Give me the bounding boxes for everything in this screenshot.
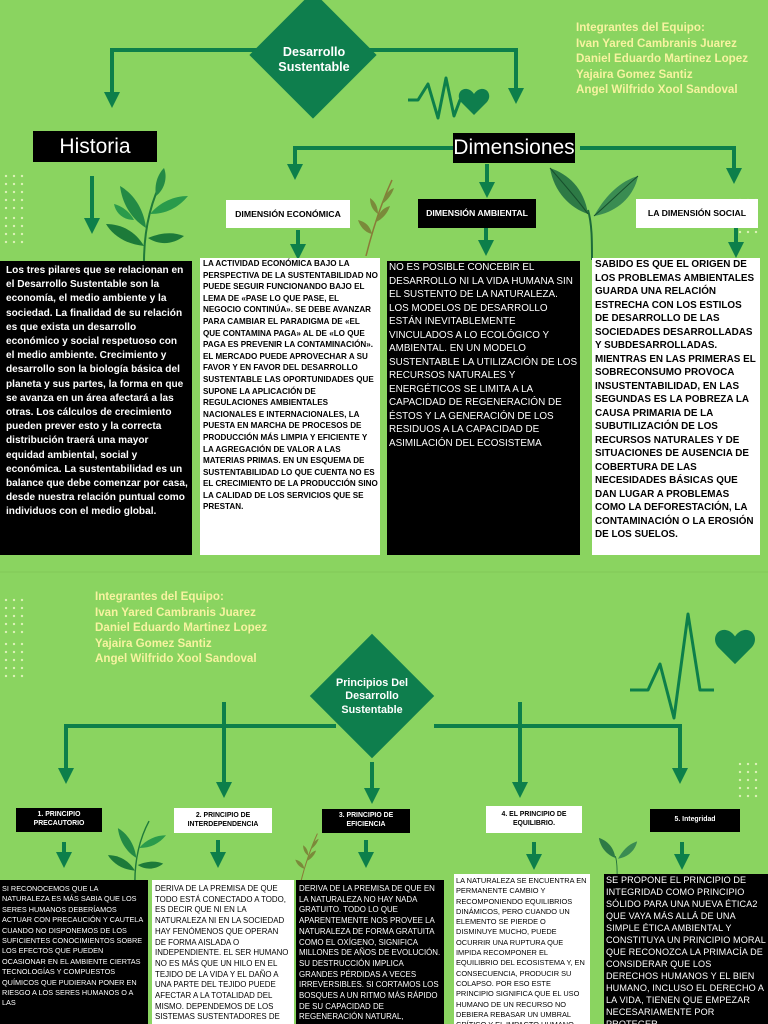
principle-3-text: DERIVA DE LA PREMISA DE QUE EN LA NATURA…	[299, 884, 441, 1024]
team-member: Angel Wilfrido Xool Sandoval	[576, 83, 738, 97]
team-member: Yajaira Gomez Santiz	[576, 67, 693, 81]
main-title-line1: Desarrollo	[282, 44, 346, 59]
team-member: Yajaira Gomez Santiz	[95, 636, 212, 650]
dimension-social-text: SABIDO ES QUE EL ORIGEN DE LOS PROBLEMAS…	[595, 259, 756, 540]
principle-5-text: SE PROPONE EL PRINCIPIO DE INTEGRIDAD CO…	[606, 875, 766, 1024]
team-members: Integrantes del Equipo: Ivan Yared Cambr…	[95, 589, 267, 667]
principle-2-text: DERIVA DE LA PREMISA DE QUE TODO ESTÁ CO…	[155, 884, 289, 1024]
team-title: Integrantes del Equipo:	[95, 590, 224, 603]
principle-5-box: SE PROPONE EL PRINCIPIO DE INTEGRIDAD CO…	[604, 874, 768, 1024]
dimension-social-box: SABIDO ES QUE EL ORIGEN DE LOS PROBLEMAS…	[592, 258, 760, 555]
principle-5-label: 5. Integridad	[650, 809, 740, 832]
fern-icon	[358, 179, 394, 256]
leaf-icon	[598, 837, 638, 878]
dot-pattern	[2, 596, 28, 636]
principle-1-label: 1. PRINCIPIO PRECAUTORIO	[16, 808, 102, 832]
historia-label: Historia	[33, 131, 157, 162]
dimensiones-label: Dimensiones	[453, 133, 575, 163]
principle-1-box: SI RECONOCEMOS QUE LA NATURALEZA ES MÁS …	[0, 880, 148, 1024]
principle-1-text: SI RECONOCEMOS QUE LA NATURALEZA ES MÁS …	[2, 884, 143, 1008]
principle-3-box: DERIVA DE LA PREMISA DE QUE EN LA NATURA…	[296, 880, 444, 1024]
principle-2-label: 2. PRINCIPIO DE INTERDEPENDENCIA	[174, 808, 272, 833]
dimension-environmental-label: DIMENSIÓN AMBIENTAL	[418, 199, 536, 228]
team-member: Ivan Yared Cambranis Juarez	[95, 605, 256, 619]
principle-2-box: DERIVA DE LA PREMISA DE QUE TODO ESTÁ CO…	[152, 880, 294, 1024]
team-member: Ivan Yared Cambranis Juarez	[576, 36, 737, 50]
dimension-economic-label: DIMENSIÓN ECONÓMICA	[226, 200, 350, 228]
fern-icon	[295, 833, 319, 884]
dimension-economic-box: LA ACTIVIDAD ECONÓMICA BAJO LA PERSPECTI…	[200, 258, 380, 555]
dot-pattern	[2, 640, 28, 680]
section-divider	[0, 571, 768, 573]
historia-text-box: Los tres pilares que se relacionan en el…	[0, 261, 192, 555]
dimension-social-label: LA DIMENSIÓN SOCIAL	[636, 199, 758, 228]
historia-text: Los tres pilares que se relacionan en el…	[6, 265, 188, 518]
heart-icon	[458, 88, 490, 115]
team-members: Integrantes del Equipo: Ivan Yared Cambr…	[576, 20, 748, 98]
team-member: Daniel Eduardo Martinez Lopez	[95, 621, 267, 635]
principles-title: Principios Del Desarrollo Sustentable	[314, 670, 430, 724]
plant-icon	[107, 820, 167, 882]
dimension-environmental-box: NO ES POSIBLE CONCEBIR EL DESARROLLO NI …	[387, 261, 580, 555]
dot-pattern	[2, 172, 28, 212]
leaf-icon	[549, 167, 639, 260]
principles-title-line2: Desarrollo	[345, 690, 399, 703]
main-title-line2: Sustentable	[278, 60, 350, 74]
principles-title-line3: Sustentable	[341, 703, 403, 716]
heart-icon	[715, 629, 755, 665]
principle-3-label: 3. PRINCIPIO DE EFICIENCIA	[322, 809, 410, 833]
dot-pattern	[2, 214, 28, 246]
team-title: Integrantes del Equipo:	[576, 21, 705, 34]
dimension-economic-text: LA ACTIVIDAD ECONÓMICA BAJO LA PERSPECTI…	[203, 259, 378, 512]
dot-pattern	[736, 760, 762, 800]
team-member: Angel Wilfrido Xool Sandoval	[95, 652, 257, 666]
dimension-environmental-text: NO ES POSIBLE CONCEBIR EL DESARROLLO NI …	[389, 262, 578, 449]
team-member: Daniel Eduardo Martinez Lopez	[576, 52, 748, 66]
principle-4-label: 4. EL PRINCIPIO DE EQUILIBRIO.	[486, 806, 582, 833]
principles-title-line1: Principios Del	[336, 677, 408, 690]
principle-4-text: LA NATURALEZA SE ENCUENTRA EN PERMANENTE…	[456, 876, 587, 1024]
heartbeat-line	[408, 76, 714, 720]
plant-icon	[106, 168, 188, 262]
principle-4-box: LA NATURALEZA SE ENCUENTRA EN PERMANENTE…	[454, 874, 590, 1024]
